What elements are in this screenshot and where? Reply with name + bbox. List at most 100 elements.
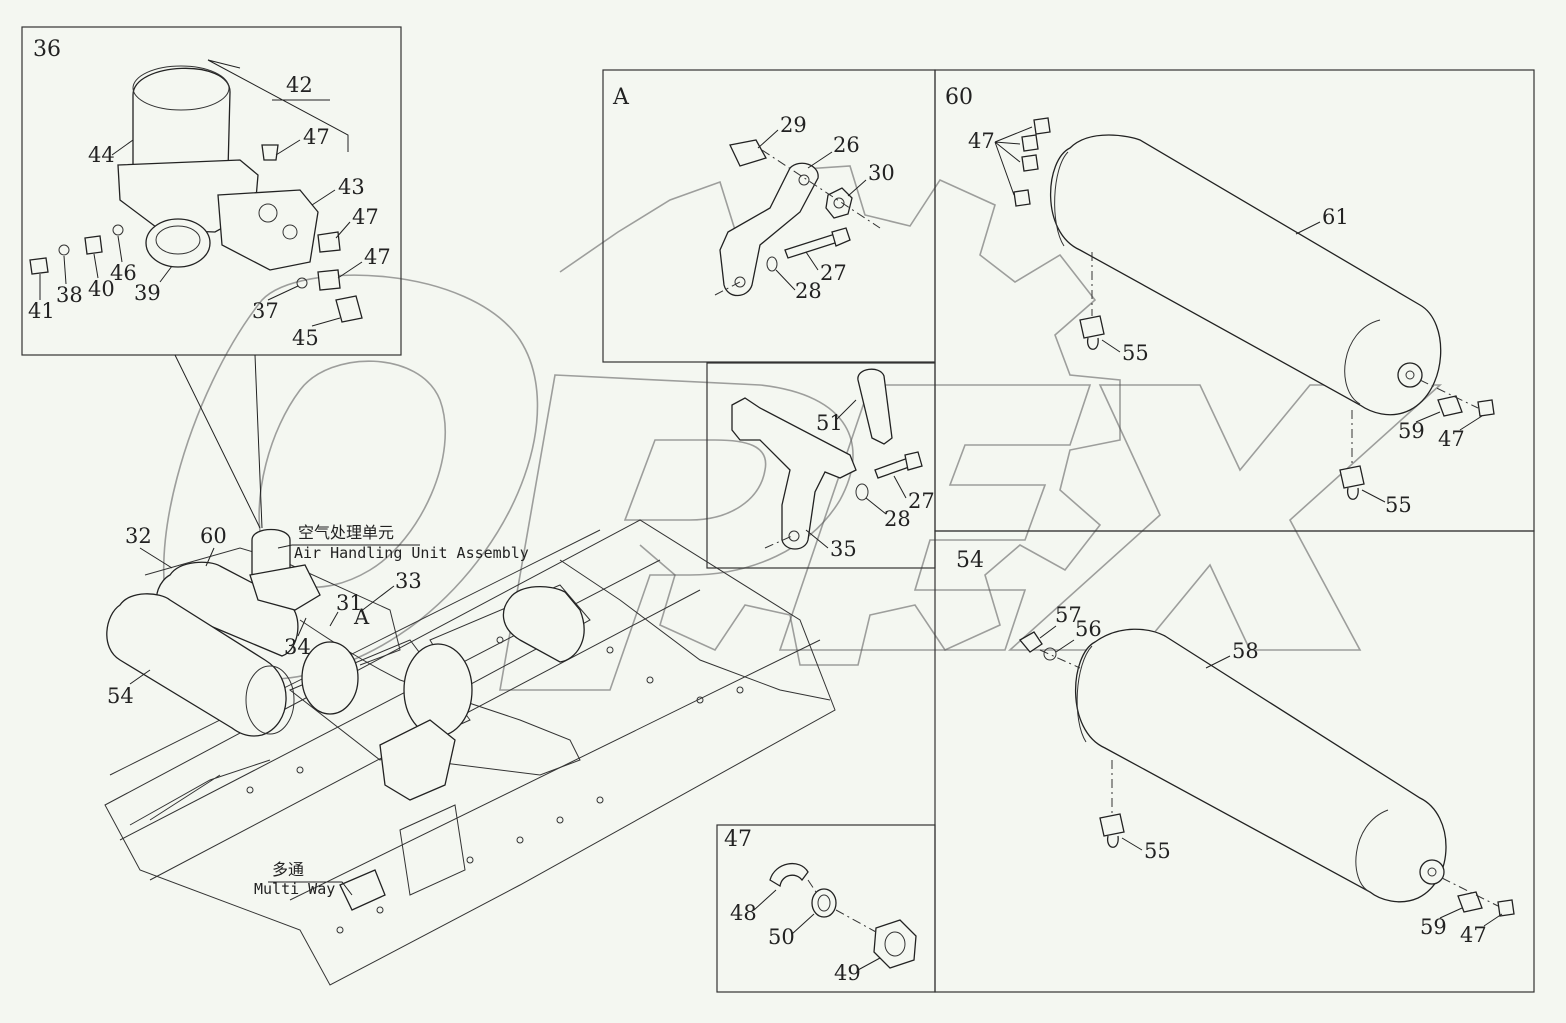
air-unit-label-cn: 空气处理单元 (298, 523, 394, 542)
panel-fitting-47: 47 48 50 49 (716, 824, 936, 993)
protection-valve (217, 189, 319, 271)
panel-air-unit: 36 42 44 47 43 47 (21, 26, 402, 356)
nut-30 (825, 187, 853, 219)
callout-54: 54 (107, 684, 134, 708)
fitting-59b (1457, 891, 1483, 913)
nut-49 (873, 919, 917, 969)
air-tank-58 (1074, 628, 1447, 903)
callout-47: 47 (1460, 923, 1487, 947)
callout-27: 27 (908, 489, 935, 513)
callout-55: 55 (1122, 341, 1149, 365)
callout-30: 30 (868, 161, 895, 185)
plug-47-4 (1013, 189, 1031, 207)
watermark-letter-x (1007, 384, 1443, 651)
callout-58: 58 (1232, 639, 1259, 663)
callout-39: 39 (134, 281, 161, 305)
callout-55: 55 (1144, 839, 1171, 863)
callout-48: 48 (730, 901, 757, 925)
panel-fitting-47-title: 47 (724, 827, 752, 852)
oring-46 (112, 224, 124, 236)
callout-59: 59 (1420, 915, 1447, 939)
oring-37 (296, 277, 308, 289)
silencer (145, 218, 211, 268)
fitting-41 (29, 257, 49, 275)
plug-47-top (261, 144, 279, 161)
plug-47-1 (1033, 117, 1051, 135)
panel-tank-54-title: 54 (956, 548, 984, 573)
callout-42: 42 (286, 73, 313, 97)
panel-air-unit-title: 36 (33, 37, 61, 62)
callout-57: 57 (1055, 603, 1082, 627)
air-dryer-unit (29, 59, 363, 323)
callout-27: 27 (820, 261, 847, 285)
frame-holes (246, 621, 744, 934)
air-tank-61 (1049, 134, 1442, 416)
drain-valve-55b (1339, 465, 1365, 500)
multi-way-label-en: Multi Way (254, 880, 335, 898)
drain-valve-55a (1079, 315, 1105, 350)
chassis-tank-rear (403, 643, 473, 737)
washer-28b (855, 483, 869, 501)
frame-rail-outline (104, 519, 836, 986)
watermark-letter-p (499, 374, 854, 691)
callout-46: 46 (110, 261, 137, 285)
callout-45: 45 (292, 326, 319, 350)
panel-tank-60: 60 47 61 55 59 47 55 (934, 69, 1535, 532)
callout-31: 31 (336, 591, 363, 615)
tank-58-port (1419, 859, 1445, 885)
strap-51 (857, 368, 893, 445)
callout-61: 61 (1322, 205, 1349, 229)
clip-48 (769, 862, 809, 888)
callout-56: 56 (1075, 617, 1102, 641)
tank-61-port (1397, 362, 1423, 388)
collet-50 (811, 888, 837, 918)
chassis-view: 空气处理单元 Air Handling Unit Assembly 多通 Mul… (104, 354, 836, 986)
callout-51: 51 (816, 411, 843, 435)
callout-29: 29 (780, 113, 807, 137)
callout-41: 41 (28, 299, 55, 323)
callout-55: 55 (1385, 493, 1412, 517)
callout-60: 60 (200, 524, 227, 548)
callout-47: 47 (303, 125, 330, 149)
callout-37: 37 (252, 299, 279, 323)
panel-bracket-35: 51 27 28 35 (706, 362, 936, 569)
callout-49: 49 (834, 961, 861, 985)
multi-way-connector (339, 869, 386, 911)
callout-43: 43 (338, 175, 365, 199)
bolt-27a (784, 233, 839, 259)
plug-47-3 (1021, 154, 1039, 172)
callout-a: A (353, 605, 370, 629)
plug-40 (84, 235, 103, 255)
panel-air-unit-frame (21, 26, 402, 356)
callout-28: 28 (884, 507, 911, 531)
fitting-29 (729, 139, 767, 167)
mounting-plate (399, 804, 466, 896)
opex-watermark-logo (162, 165, 1443, 691)
panel-bracket-a-title: A (612, 85, 630, 110)
fitting-45 (335, 295, 363, 323)
panel-tank-54: 54 57 56 58 55 59 47 (934, 530, 1535, 993)
multi-way-label-cn: 多通 (272, 860, 304, 879)
panel-fitting-47-frame (716, 824, 936, 993)
elbow-57 (1019, 631, 1043, 653)
callout-26: 26 (833, 133, 860, 157)
panel-tank-60-title: 60 (945, 85, 973, 110)
panel-bracket-a: A 29 26 30 27 28 (602, 69, 936, 363)
callout-47: 47 (352, 205, 379, 229)
callout-44: 44 (88, 143, 115, 167)
bracket-35 (731, 397, 857, 550)
chassis-tank-60 (156, 561, 299, 657)
air-unit-label-en: Air Handling Unit Assembly (294, 544, 529, 562)
callout-47: 47 (1438, 427, 1465, 451)
oring-38 (58, 244, 70, 256)
bracket-26 (719, 162, 819, 297)
callout-50: 50 (768, 925, 795, 949)
callout-47: 47 (364, 245, 391, 269)
callout-35: 35 (830, 537, 857, 561)
drain-valve-55c (1099, 813, 1125, 848)
chassis-valve (379, 719, 456, 801)
callout-33: 33 (395, 569, 422, 593)
plug-47e (1477, 399, 1495, 417)
panel-tank-54-frame (934, 530, 1535, 993)
